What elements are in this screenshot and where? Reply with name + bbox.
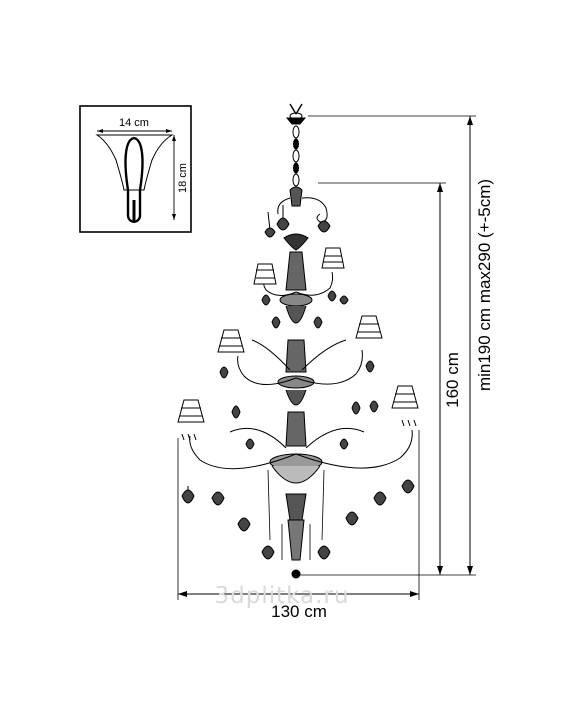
lamp-shade — [177, 399, 205, 423]
lamp-shade — [391, 385, 419, 409]
lamp-shade — [217, 329, 245, 353]
lamp-shade — [321, 247, 345, 269]
top-scroll-ornament — [264, 186, 331, 238]
lower-tier — [177, 385, 419, 560]
width-label: 130 cm — [271, 602, 327, 621]
dimension-arrows — [178, 116, 473, 597]
dimension-lines — [177, 115, 476, 600]
canopy-detail-inset: 14 cm 18 cm — [79, 105, 192, 233]
canopy-bowl — [95, 134, 174, 191]
range-label: min190 cm max290 (+-5cm) — [475, 179, 494, 391]
ceiling-hook — [285, 103, 307, 125]
suspension-chain — [292, 125, 300, 187]
middle-tier — [217, 315, 383, 419]
lamp-shade — [253, 263, 277, 285]
watermark: 3dplitka.ru — [215, 583, 350, 609]
lamp-shade — [355, 315, 383, 339]
inset-height-label: 18 cm — [177, 163, 189, 193]
central-column — [269, 233, 323, 579]
upper-tier — [253, 247, 349, 329]
chandelier — [177, 103, 419, 579]
inset-width-label: 14 cm — [119, 117, 149, 129]
height-label: 160 cm — [443, 352, 462, 408]
